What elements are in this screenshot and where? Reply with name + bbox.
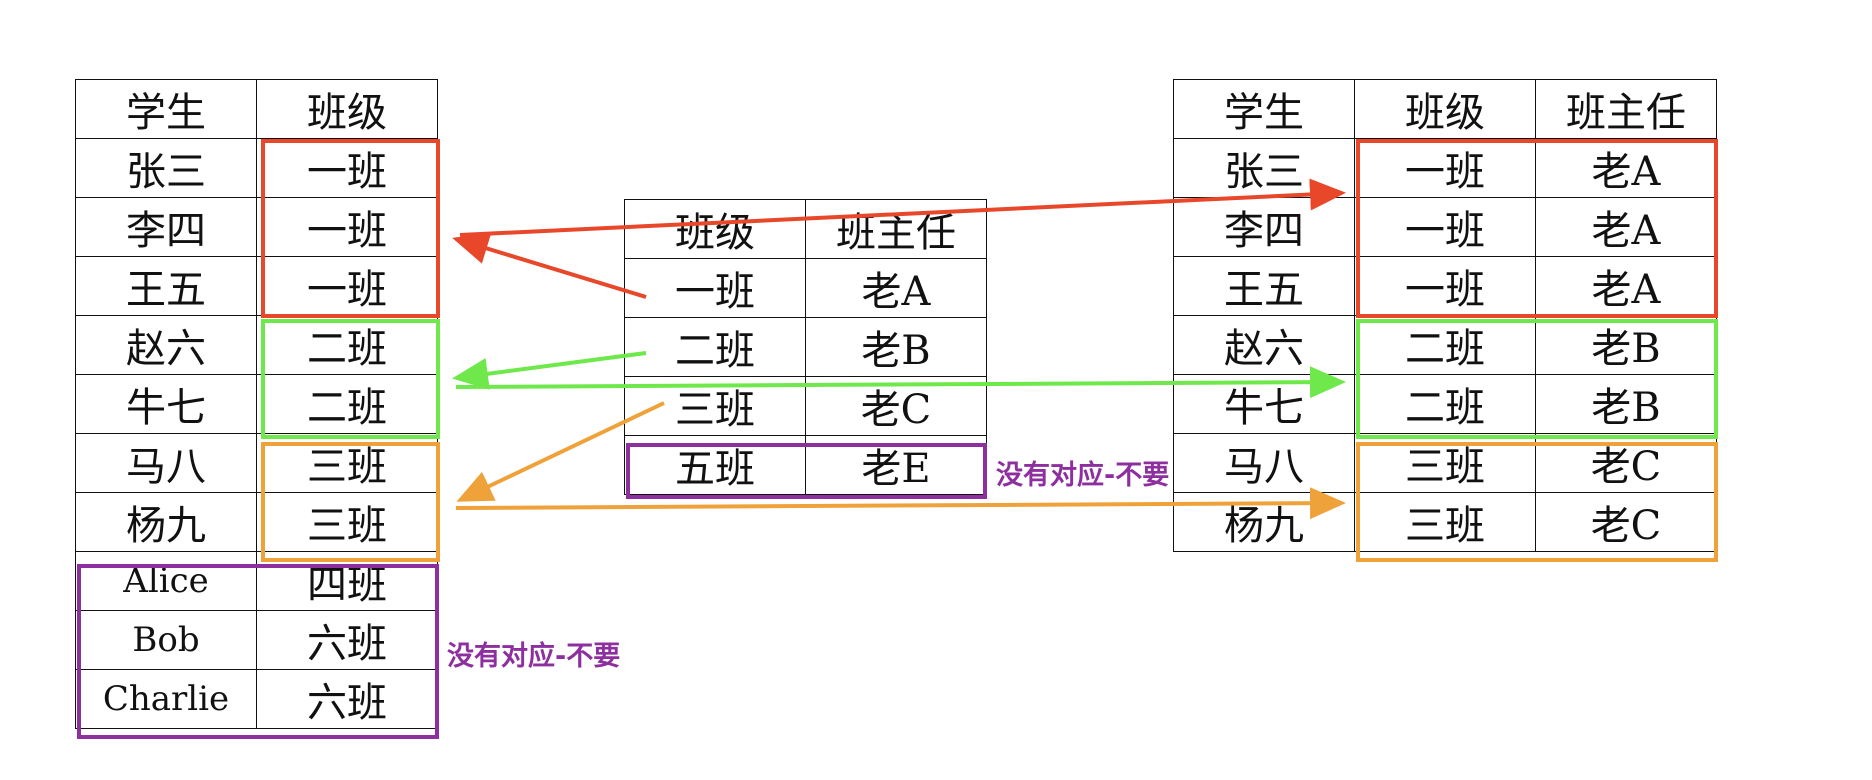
teachers-table-row: 二班老B — [624, 317, 987, 377]
joined-table-cell: 赵六 — [1173, 315, 1355, 375]
joined-table-cell: 二班 — [1354, 374, 1536, 434]
students-table-row: 马八三班 — [75, 433, 438, 493]
teachers-table-cell: 老E — [805, 435, 987, 495]
students-table-cell: Alice — [75, 551, 257, 611]
joined-table-cell: 老A — [1535, 256, 1717, 316]
students-table-cell: 六班 — [256, 669, 438, 729]
students-table-cell: 一班 — [256, 138, 438, 198]
joined-table-cell: 老C — [1535, 433, 1717, 493]
students-table-header-cell: 班级 — [256, 79, 438, 139]
joined-table-row: 马八三班老C — [1173, 433, 1717, 493]
joined-table-header-row: 学生班级班主任 — [1173, 79, 1717, 139]
students-table-cell: 赵六 — [75, 315, 257, 375]
teachers-table-header-row: 班级班主任 — [624, 199, 987, 259]
joined-table-cell: 马八 — [1173, 433, 1355, 493]
students-table-cell: 六班 — [256, 610, 438, 670]
teachers-table-cell: 老A — [805, 258, 987, 318]
students-table-header-row: 学生班级 — [75, 79, 438, 139]
students-table-cell: 二班 — [256, 315, 438, 375]
teachers-table-cell: 五班 — [624, 435, 806, 495]
joined-table-header-cell: 班主任 — [1535, 79, 1717, 139]
students-table-cell: 张三 — [75, 138, 257, 198]
joined-table-row: 赵六二班老B — [1173, 315, 1717, 375]
students-table-cell: Charlie — [75, 669, 257, 729]
students-table-cell: 马八 — [75, 433, 257, 493]
teachers-table-header-cell: 班主任 — [805, 199, 987, 259]
teachers-table-cell: 老B — [805, 317, 987, 377]
middle-unmatched-note: 没有对应-不要 — [996, 460, 1170, 491]
joined-table-cell: 牛七 — [1173, 374, 1355, 434]
joined-table-row: 杨九三班老C — [1173, 492, 1717, 552]
students-table-cell: 牛七 — [75, 374, 257, 434]
students-table-cell: 一班 — [256, 197, 438, 257]
teachers-table-row: 三班老C — [624, 376, 987, 436]
joined-table-cell: 三班 — [1354, 492, 1536, 552]
joined-table-cell: 老A — [1535, 197, 1717, 257]
students-table-cell: 三班 — [256, 433, 438, 493]
joined-table-row: 张三一班老A — [1173, 138, 1717, 198]
students-table-row: 杨九三班 — [75, 492, 438, 552]
joined-table-cell: 一班 — [1354, 256, 1536, 316]
teachers-table-row: 五班老E — [624, 435, 987, 495]
teachers-table-cell: 一班 — [624, 258, 806, 318]
students-table-row: 王五一班 — [75, 256, 438, 316]
students-table-row: 李四一班 — [75, 197, 438, 257]
joined-table-cell: 老B — [1535, 315, 1717, 375]
joined-table-cell: 老C — [1535, 492, 1717, 552]
students-table-cell: 二班 — [256, 374, 438, 434]
joined-table-row: 牛七二班老B — [1173, 374, 1717, 434]
joined-table-cell: 三班 — [1354, 433, 1536, 493]
students-table-header-cell: 学生 — [75, 79, 257, 139]
students-table-cell: 三班 — [256, 492, 438, 552]
joined-table-cell: 老A — [1535, 138, 1717, 198]
joined-table-row: 王五一班老A — [1173, 256, 1717, 316]
students-table-cell: 一班 — [256, 256, 438, 316]
students-table-row: 张三一班 — [75, 138, 438, 198]
students-table-row: 赵六二班 — [75, 315, 438, 375]
joined-table-cell: 一班 — [1354, 138, 1536, 198]
teachers-table-cell: 二班 — [624, 317, 806, 377]
joined-table-cell: 王五 — [1173, 256, 1355, 316]
students-table-cell: Bob — [75, 610, 257, 670]
joined-table-header-cell: 班级 — [1354, 79, 1536, 139]
left-unmatched-note: 没有对应-不要 — [447, 641, 621, 672]
teachers-table-row: 一班老A — [624, 258, 987, 318]
teachers-table-cell: 三班 — [624, 376, 806, 436]
students-table-cell: 李四 — [75, 197, 257, 257]
joined-table-header-cell: 学生 — [1173, 79, 1355, 139]
joined-table-cell: 张三 — [1173, 138, 1355, 198]
joined-table-cell: 老B — [1535, 374, 1717, 434]
arrow-class1-middle-to-left — [452, 233, 647, 299]
students-table-cell: 王五 — [75, 256, 257, 316]
joined-table-cell: 李四 — [1173, 197, 1355, 257]
teachers-table-header-cell: 班级 — [624, 199, 806, 259]
joined-table-row: 李四一班老A — [1173, 197, 1717, 257]
joined-table-cell: 一班 — [1354, 197, 1536, 257]
joined-table-cell: 二班 — [1354, 315, 1536, 375]
joined-table-cell: 杨九 — [1173, 492, 1355, 552]
students-table-cell: 杨九 — [75, 492, 257, 552]
arrow-class2-middle-to-left — [452, 351, 647, 390]
students-table-row: 牛七二班 — [75, 374, 438, 434]
teachers-table-cell: 老C — [805, 376, 987, 436]
students-table-cell: 四班 — [256, 551, 438, 611]
